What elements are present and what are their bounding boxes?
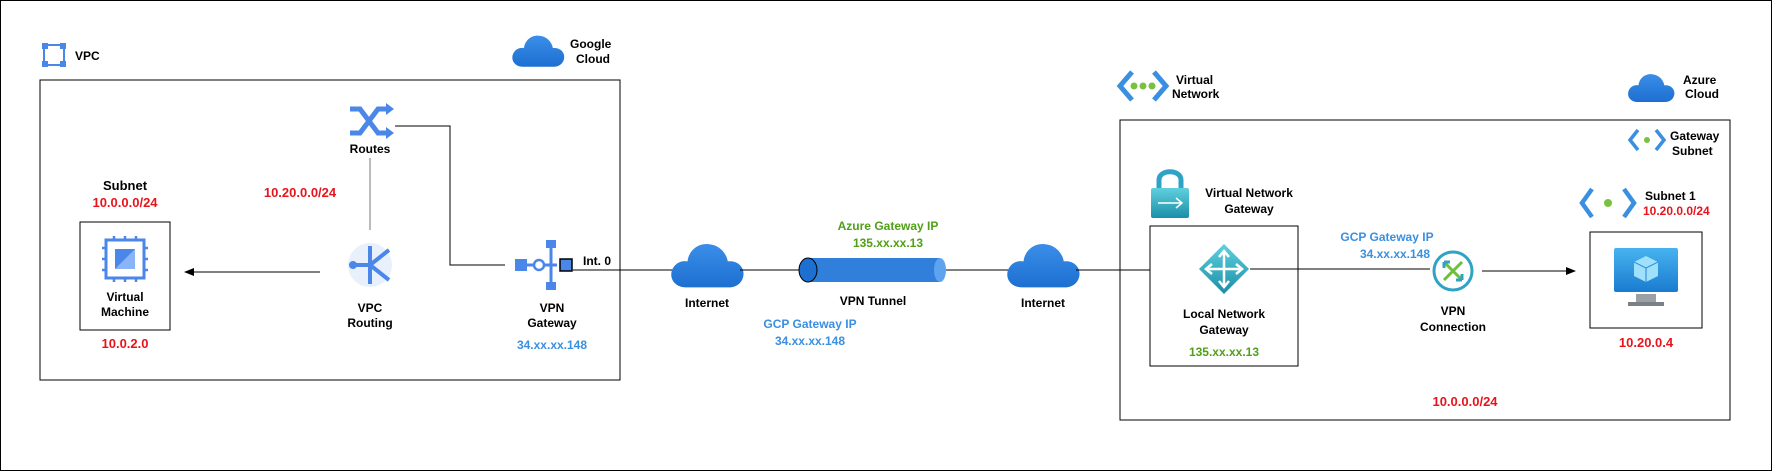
azure-vm-box — [1589, 231, 1703, 329]
routes-to-vpn-gateway-line — [395, 125, 505, 266]
vm-ip: 10.0.2.0 — [102, 336, 149, 351]
vpc-routing-icon — [348, 243, 392, 287]
internet-left-label: Internet — [685, 296, 729, 310]
local-network-gateway-label-2: Gateway — [1199, 323, 1249, 337]
virtual-machine-icon — [1614, 248, 1678, 306]
azure-gcp-gateway-ip-label: GCP Gateway IP — [1340, 230, 1433, 244]
vng-label-1: Virtual Network — [1205, 186, 1293, 200]
subnet-1-cidr: 10.20.0.0/24 — [1643, 204, 1710, 218]
vpn-gateway-icon — [515, 240, 573, 290]
virtual-network-label-2: Network — [1172, 87, 1220, 101]
local-network-gateway-box — [1149, 225, 1299, 367]
azure-gcp-gateway-ip: 34.xx.xx.148 — [1360, 247, 1430, 261]
google-cloud-label-1: Google — [570, 37, 612, 51]
vpc-boundary — [39, 79, 621, 381]
vpc-label: VPC — [75, 49, 100, 63]
subnet-cidr: 10.0.0.0/24 — [92, 195, 158, 210]
azure-gateway-ip: 135.xx.xx.13 — [853, 236, 923, 250]
routes-label: Routes — [350, 142, 391, 156]
vpn-connection-icon — [1432, 250, 1474, 292]
internet-right-label: Internet — [1021, 296, 1065, 310]
vpn-gateway-label-2: Gateway — [527, 316, 577, 330]
subnet-1-label: Subnet 1 — [1645, 189, 1696, 203]
google-cloud-label-2: Cloud — [576, 52, 610, 66]
vm-label-2: Machine — [101, 305, 149, 319]
lock-icon — [1151, 169, 1189, 218]
local-network-gateway-ip: 135.xx.xx.13 — [1189, 345, 1259, 359]
subnet-1-icon — [1579, 187, 1637, 219]
gateway-subnet-label-1: Gateway — [1670, 129, 1720, 143]
vpn-connection-label-2: Connection — [1420, 320, 1486, 334]
vpn-tunnel-icon — [798, 257, 946, 283]
vpn-tunnel-label: VPN Tunnel — [840, 294, 906, 308]
vpc-routing-label-1: VPC — [358, 301, 383, 315]
vpn-gateway-label-1: VPN — [540, 301, 565, 315]
routes-cidr: 10.20.0.0/24 — [264, 185, 337, 200]
azure-cloud-label-1: Azure — [1683, 73, 1717, 87]
virtual-network-icon — [1116, 70, 1170, 102]
azure-cloud-label-2: Cloud — [1685, 87, 1719, 101]
gcp-gateway-ip-label: GCP Gateway IP — [763, 317, 856, 331]
subnet-title: Subnet — [103, 178, 148, 193]
azure-gateway-ip-label: Azure Gateway IP — [838, 219, 939, 233]
vpn-gateway-ip: 34.xx.xx.148 — [517, 338, 587, 352]
compute-engine-icon — [102, 236, 148, 282]
vm-label-1: Virtual — [106, 290, 143, 304]
virtual-network-boundary — [1119, 119, 1731, 421]
gateway-subnet-label-2: Subnet — [1672, 144, 1713, 158]
local-network-gateway-label-1: Local Network — [1183, 307, 1265, 321]
vpn-connection-label-1: VPN — [1441, 304, 1466, 318]
vpc-routing-label-2: Routing — [347, 316, 392, 330]
vng-label-2: Gateway — [1224, 202, 1274, 216]
interface-label: Int. 0 — [583, 254, 611, 268]
subnet-box — [79, 221, 171, 331]
vpc-icon — [42, 43, 66, 67]
gcp-gateway-ip: 34.xx.xx.148 — [775, 334, 845, 348]
gateway-subnet-icon — [1627, 128, 1667, 152]
virtual-network-cidr: 10.0.0.0/24 — [1432, 394, 1498, 409]
azure-vm-ip: 10.20.0.4 — [1619, 335, 1674, 350]
routes-icon — [350, 103, 394, 139]
local-network-gateway-icon — [1199, 244, 1249, 294]
virtual-network-label-1: Virtual — [1176, 73, 1213, 87]
